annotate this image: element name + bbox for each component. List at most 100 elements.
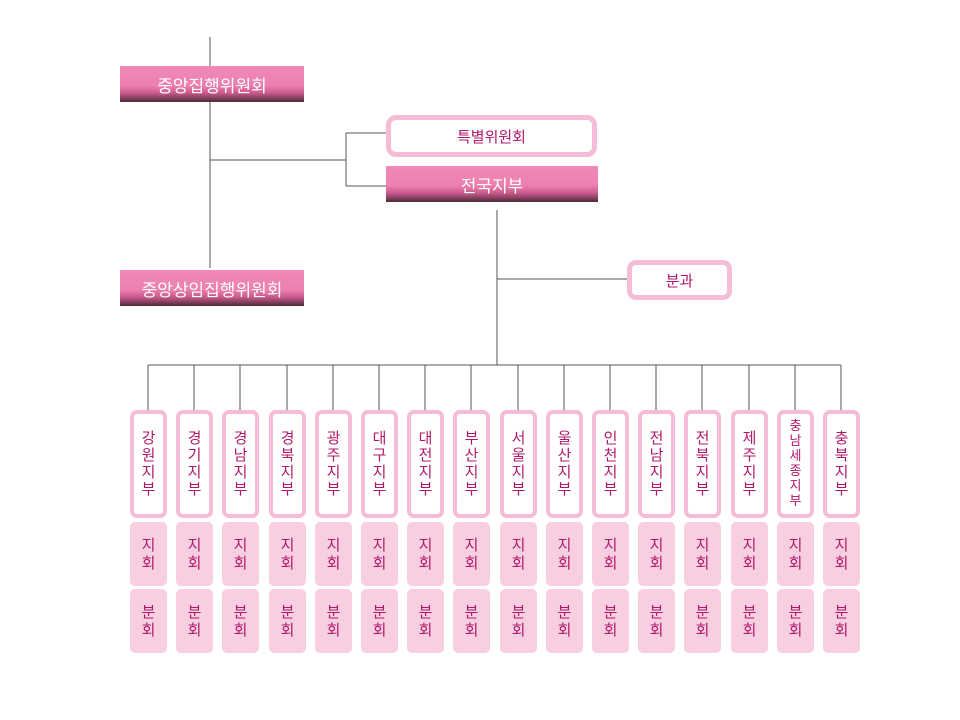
branch-label: 충북지부 [834,429,849,498]
branch-label: 전남지부 [649,429,664,498]
branch-label: 전북지부 [695,429,710,498]
branch-box: 강원지부 [130,410,167,518]
branch-box: 인천지부 [592,410,629,518]
local-unit-box: 분회 [361,589,398,653]
chapter-box: 지회 [269,522,306,586]
branch-box: 광주지부 [315,410,352,518]
branch-label: 경남지부 [233,429,248,498]
chapter-box: 지회 [638,522,675,586]
local-unit-box: 분회 [222,589,259,653]
special-committee-box: 특별위원회 [386,115,597,157]
local-unit-label: 분회 [418,603,433,639]
local-unit-label: 분회 [834,603,849,639]
chapter-box: 지회 [731,522,768,586]
local-unit-box: 분회 [130,589,167,653]
chapter-label: 지회 [557,536,572,572]
national-branch-label: 전국지부 [460,176,524,197]
branch-box: 서울지부 [500,410,537,518]
local-unit-box: 분회 [546,589,583,653]
local-unit-box: 분회 [684,589,721,653]
branch-label: 경기지부 [187,429,202,498]
chapter-label: 지회 [418,536,433,572]
branch-box: 대전지부 [407,410,444,518]
local-unit-label: 분회 [788,603,803,639]
branch-label: 대구지부 [372,429,387,498]
chapter-label: 지회 [141,536,156,572]
branch-box: 부산지부 [453,410,490,518]
local-unit-label: 분회 [695,603,710,639]
local-unit-box: 분회 [638,589,675,653]
branch-box: 충북지부 [823,410,860,518]
branch-label: 강원지부 [141,429,156,498]
branch-box: 전남지부 [638,410,675,518]
chapter-box: 지회 [777,522,814,586]
national-branch-box: 전국지부 [386,166,598,202]
local-unit-box: 분회 [407,589,444,653]
local-unit-label: 분회 [187,603,202,639]
local-unit-box: 분회 [269,589,306,653]
chapter-label: 지회 [603,536,618,572]
chapter-box: 지회 [546,522,583,586]
central-standing-committee-label: 중앙상임집행위원회 [141,280,283,301]
chapter-label: 지회 [464,536,479,572]
local-unit-box: 분회 [823,589,860,653]
local-unit-label: 분회 [280,603,295,639]
division-label: 분과 [665,271,694,290]
branch-box: 울산지부 [546,410,583,518]
local-unit-label: 분회 [233,603,248,639]
chapter-box: 지회 [592,522,629,586]
chapter-box: 지회 [361,522,398,586]
local-unit-box: 분회 [500,589,537,653]
local-unit-box: 분회 [176,589,213,653]
chapter-box: 지회 [500,522,537,586]
local-unit-label: 분회 [649,603,664,639]
central-exec-committee-label: 중앙집행위원회 [157,76,267,97]
chapter-label: 지회 [695,536,710,572]
chapter-label: 지회 [326,536,341,572]
chapter-label: 지회 [649,536,664,572]
chapter-box: 지회 [407,522,444,586]
branch-label: 인천지부 [603,429,618,498]
local-unit-box: 분회 [731,589,768,653]
chapter-box: 지회 [130,522,167,586]
branch-box: 경기지부 [176,410,213,518]
central-exec-committee-box: 중앙집행위원회 [120,66,304,102]
chapter-label: 지회 [187,536,202,572]
chapter-label: 지회 [511,536,526,572]
chapter-box: 지회 [453,522,490,586]
branch-box: 경남지부 [222,410,259,518]
local-unit-box: 분회 [592,589,629,653]
branch-box: 전북지부 [684,410,721,518]
local-unit-label: 분회 [603,603,618,639]
central-standing-committee-box: 중앙상임집행위원회 [120,270,304,306]
branch-label: 광주지부 [326,429,341,498]
branch-box: 경북지부 [269,410,306,518]
branch-label: 부산지부 [464,429,479,498]
branch-label: 제주지부 [742,429,757,498]
local-unit-label: 분회 [464,603,479,639]
branch-box: 충남세종지부 [777,410,814,518]
branch-box: 대구지부 [361,410,398,518]
chapter-box: 지회 [176,522,213,586]
branch-label: 울산지부 [557,429,572,498]
local-unit-label: 분회 [511,603,526,639]
branch-box: 제주지부 [731,410,768,518]
local-unit-label: 분회 [742,603,757,639]
chapter-label: 지회 [742,536,757,572]
chapter-box: 지회 [315,522,352,586]
chapter-box: 지회 [823,522,860,586]
chapter-box: 지회 [684,522,721,586]
local-unit-label: 분회 [557,603,572,639]
branch-label: 충남세종지부 [789,419,802,509]
local-unit-label: 분회 [372,603,387,639]
local-unit-box: 분회 [315,589,352,653]
local-unit-label: 분회 [141,603,156,639]
chapter-box: 지회 [222,522,259,586]
division-box: 분과 [627,260,732,300]
chapter-label: 지회 [834,536,849,572]
branch-label: 경북지부 [280,429,295,498]
chapter-label: 지회 [280,536,295,572]
chapter-label: 지회 [372,536,387,572]
chapter-label: 지회 [233,536,248,572]
